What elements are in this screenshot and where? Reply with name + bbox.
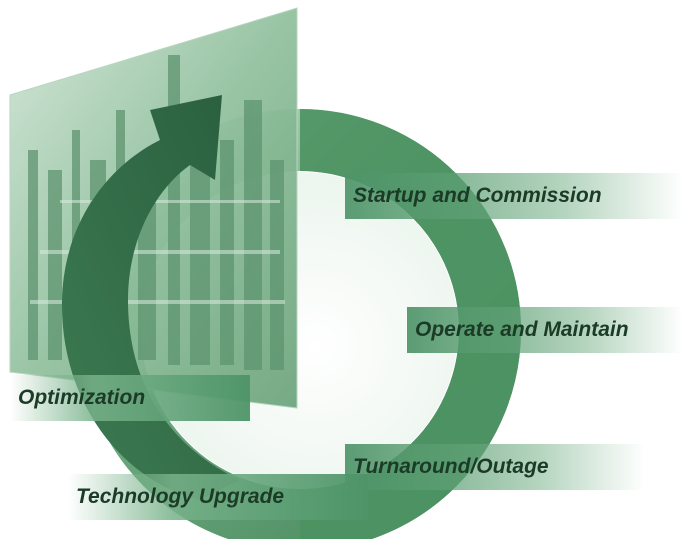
stage-label-operate-and-maintain: Operate and Maintain: [407, 307, 683, 353]
stage-label-optimization: Optimization: [10, 375, 250, 421]
stage-label-technology-upgrade: Technology Upgrade: [68, 474, 368, 520]
stage-label-startup-and-commission: Startup and Commission: [345, 173, 683, 219]
refinery-photo-panel: [9, 7, 298, 409]
stage-label-turnaround-outage: Turnaround/Outage: [345, 444, 645, 490]
